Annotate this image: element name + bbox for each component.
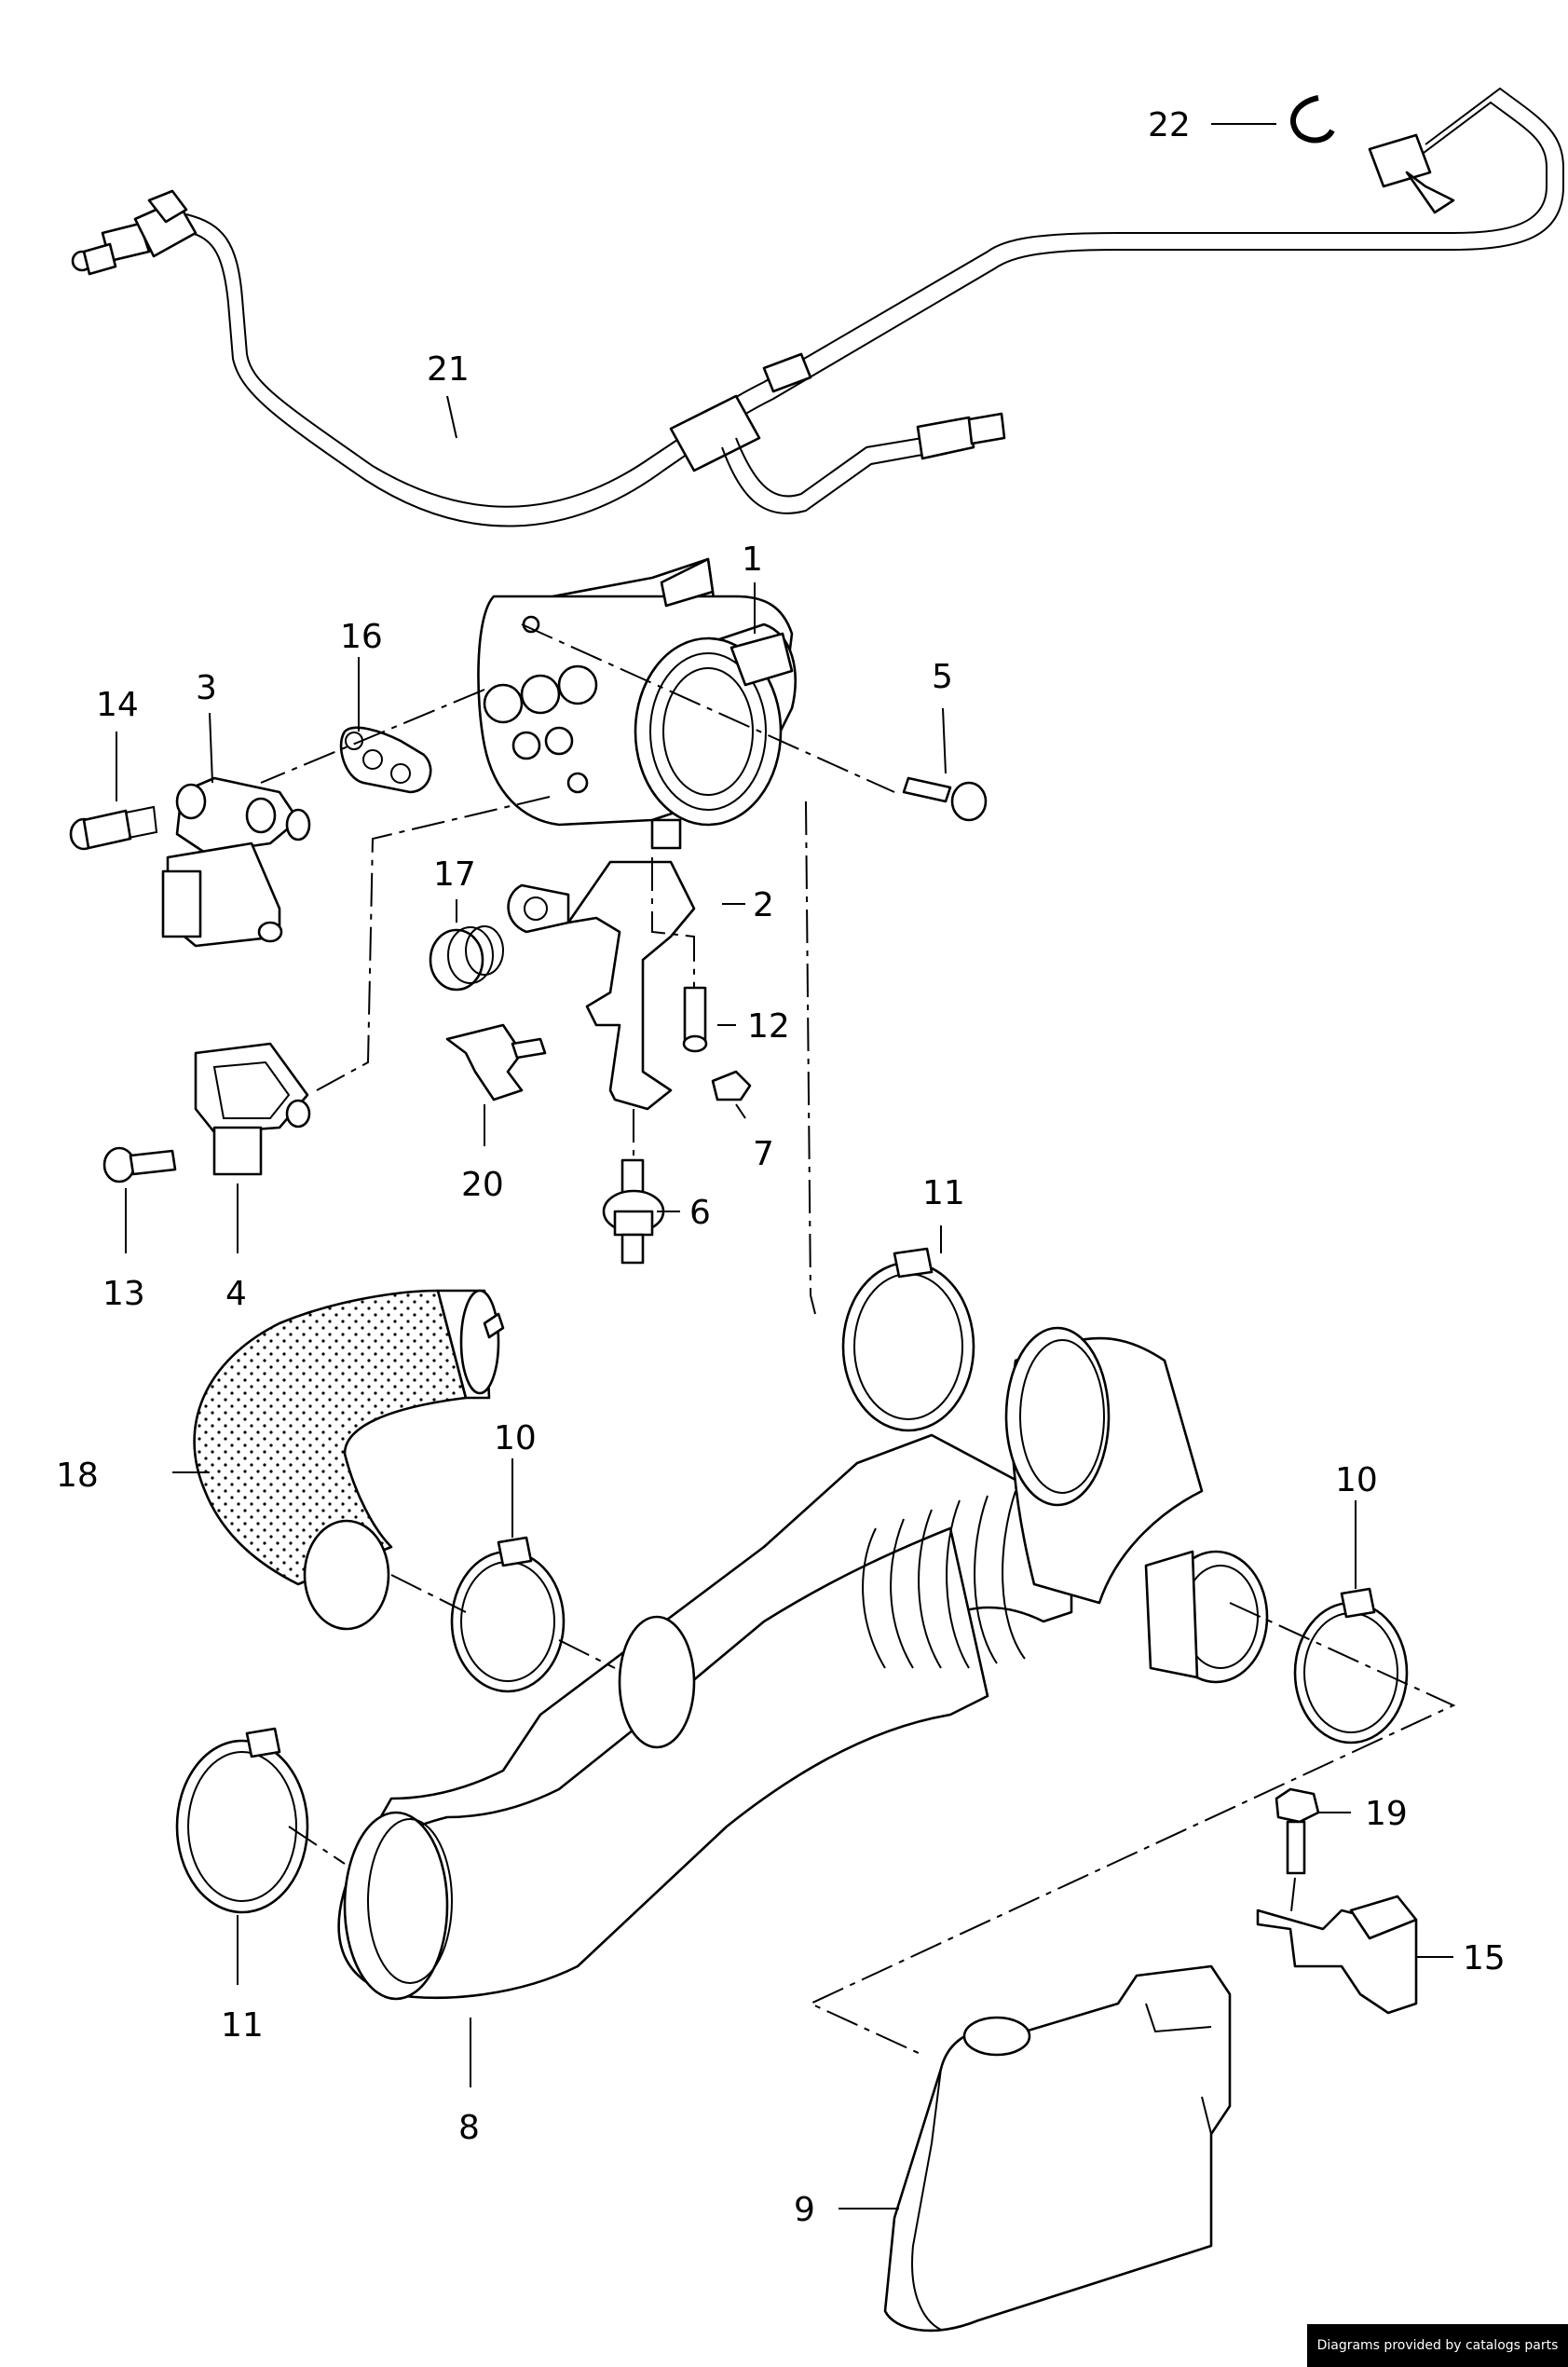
bolt-part-5 — [902, 776, 988, 822]
callout-13: 13 — [102, 1275, 145, 1313]
intake-pipe-part-8 — [337, 1326, 1269, 2001]
bracket-part-15 — [1256, 1895, 1418, 2015]
callout-5: 5 — [932, 658, 953, 696]
valve-part-6 — [602, 1158, 665, 1265]
callout-6: 6 — [689, 1194, 711, 1232]
gasket-part-16 — [339, 726, 432, 794]
callout-9: 9 — [794, 2191, 815, 2229]
nut-part-7 — [711, 1070, 752, 1101]
screw-part-13 — [102, 1146, 177, 1184]
callout-labels: 1 2 3 4 5 6 7 8 9 10 10 11 11 12 13 14 1… — [56, 106, 1506, 2229]
callout-21: 21 — [427, 350, 470, 389]
callout-8: 8 — [458, 2109, 480, 2147]
air-duct-part-9 — [883, 1964, 1232, 2333]
callout-15: 15 — [1463, 1939, 1506, 1977]
idle-valve-part-3 — [161, 776, 311, 948]
callout-1: 1 — [742, 540, 763, 579]
screw-part-12 — [682, 986, 708, 1053]
bolt-part-19 — [1275, 1787, 1320, 1875]
vacuum-line-part-21 — [71, 87, 1564, 527]
callout-16: 16 — [340, 618, 383, 656]
leader-lines — [116, 123, 1453, 2210]
callout-17: 17 — [433, 855, 476, 894]
callout-14: 14 — [96, 686, 139, 724]
hose-clamp-part-11-lower — [175, 1727, 309, 1914]
throttle-body-part-1 — [477, 557, 798, 850]
callout-10-right: 10 — [1335, 1461, 1378, 1499]
hose-clamp-part-11-upper — [841, 1247, 975, 1432]
screw-part-14 — [69, 805, 158, 851]
callout-20: 20 — [461, 1166, 504, 1204]
callout-2: 2 — [753, 886, 774, 924]
callout-7: 7 — [753, 1135, 774, 1173]
clip-part-20 — [445, 1023, 547, 1101]
bracket-part-2 — [507, 860, 696, 1111]
hose-clamp-part-10-left — [450, 1536, 566, 1693]
clip-part-22 — [1289, 95, 1335, 144]
callout-3: 3 — [196, 669, 217, 707]
sensor-part-4 — [194, 1042, 311, 1176]
callout-11-upper: 11 — [922, 1174, 965, 1212]
credit-banner: Diagrams provided by catalogs parts — [1307, 2324, 1568, 2367]
callout-22: 22 — [1148, 106, 1191, 144]
callout-4: 4 — [225, 1275, 247, 1313]
grommet-part-17 — [429, 925, 504, 992]
hose-clamp-part-10-right — [1293, 1587, 1409, 1744]
hose-part-18 — [193, 1289, 505, 1631]
callout-12: 12 — [747, 1007, 790, 1046]
callout-18: 18 — [56, 1457, 99, 1495]
callout-10-left: 10 — [494, 1419, 537, 1457]
callout-11-lower: 11 — [221, 2006, 264, 2045]
callout-19: 19 — [1365, 1795, 1408, 1833]
assembly-lines — [260, 623, 1456, 2056]
